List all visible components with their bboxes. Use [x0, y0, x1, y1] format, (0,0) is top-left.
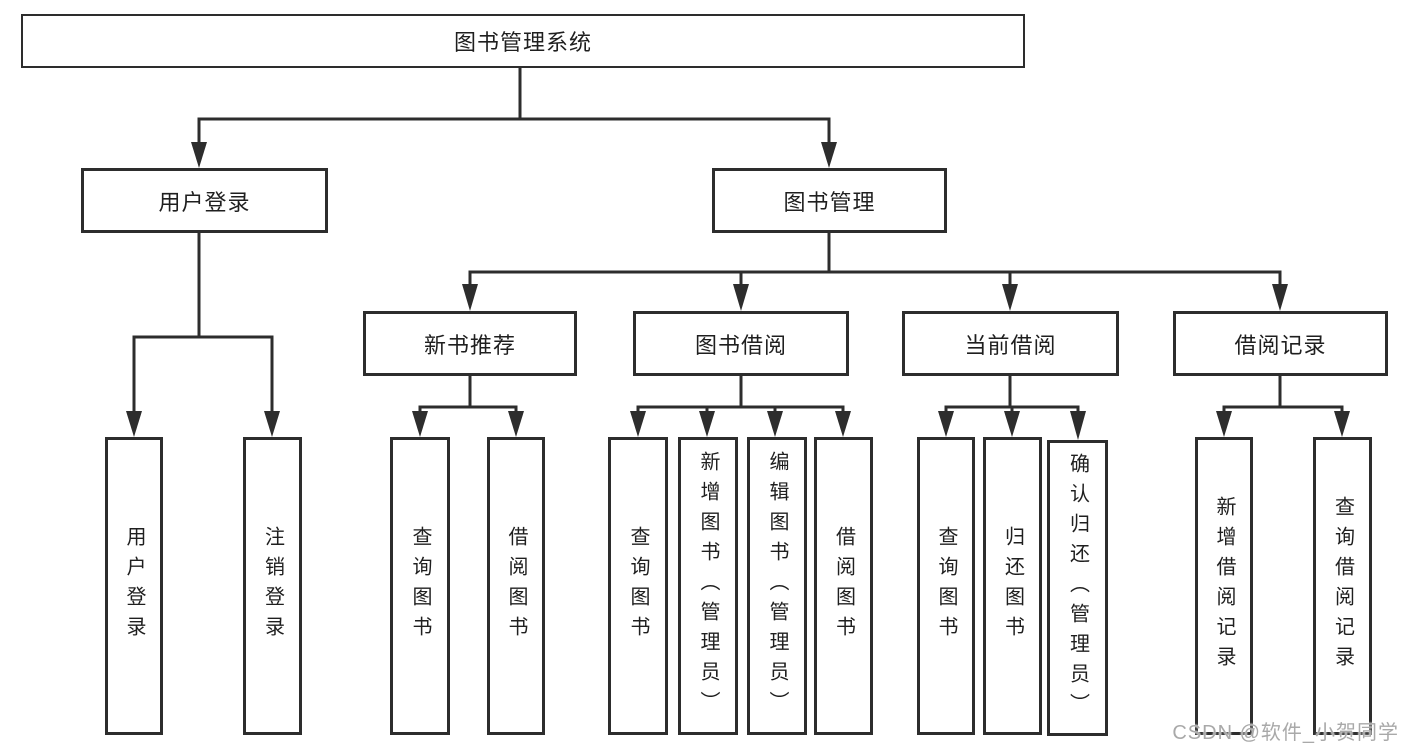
node-new-book-recommendation: 新书推荐 — [363, 311, 577, 376]
node-book-management: 图书管理 — [712, 168, 947, 233]
leaf-add-borrow-record: 新增借阅记录 — [1195, 437, 1253, 735]
leaf-add-book-admin: 新增图书（管理员） — [678, 437, 738, 735]
leaf-borrow-books-recommend: 借阅图书 — [487, 437, 545, 735]
leaf-user-login: 用户登录 — [105, 437, 163, 735]
leaf-query-books-borrow: 查询图书 — [608, 437, 668, 735]
node-current-borrowing: 当前借阅 — [902, 311, 1119, 376]
leaf-borrow-books-borrow: 借阅图书 — [814, 437, 873, 735]
leaf-query-books-current: 查询图书 — [917, 437, 975, 735]
node-borrowing-records: 借阅记录 — [1173, 311, 1388, 376]
node-root: 图书管理系统 — [21, 14, 1025, 68]
leaf-query-books-recommend: 查询图书 — [390, 437, 450, 735]
leaf-edit-book-admin: 编辑图书（管理员） — [747, 437, 807, 735]
leaf-logout: 注销登录 — [243, 437, 302, 735]
csdn-watermark: CSDN @软件_小贺同学 — [1172, 722, 1399, 744]
leaf-confirm-return-admin: 确认归还（管理员） — [1047, 440, 1108, 736]
node-user-login: 用户登录 — [81, 168, 328, 233]
leaf-return-books: 归还图书 — [983, 437, 1042, 735]
leaf-query-borrow-record: 查询借阅记录 — [1313, 437, 1372, 735]
node-book-borrowing: 图书借阅 — [633, 311, 849, 376]
